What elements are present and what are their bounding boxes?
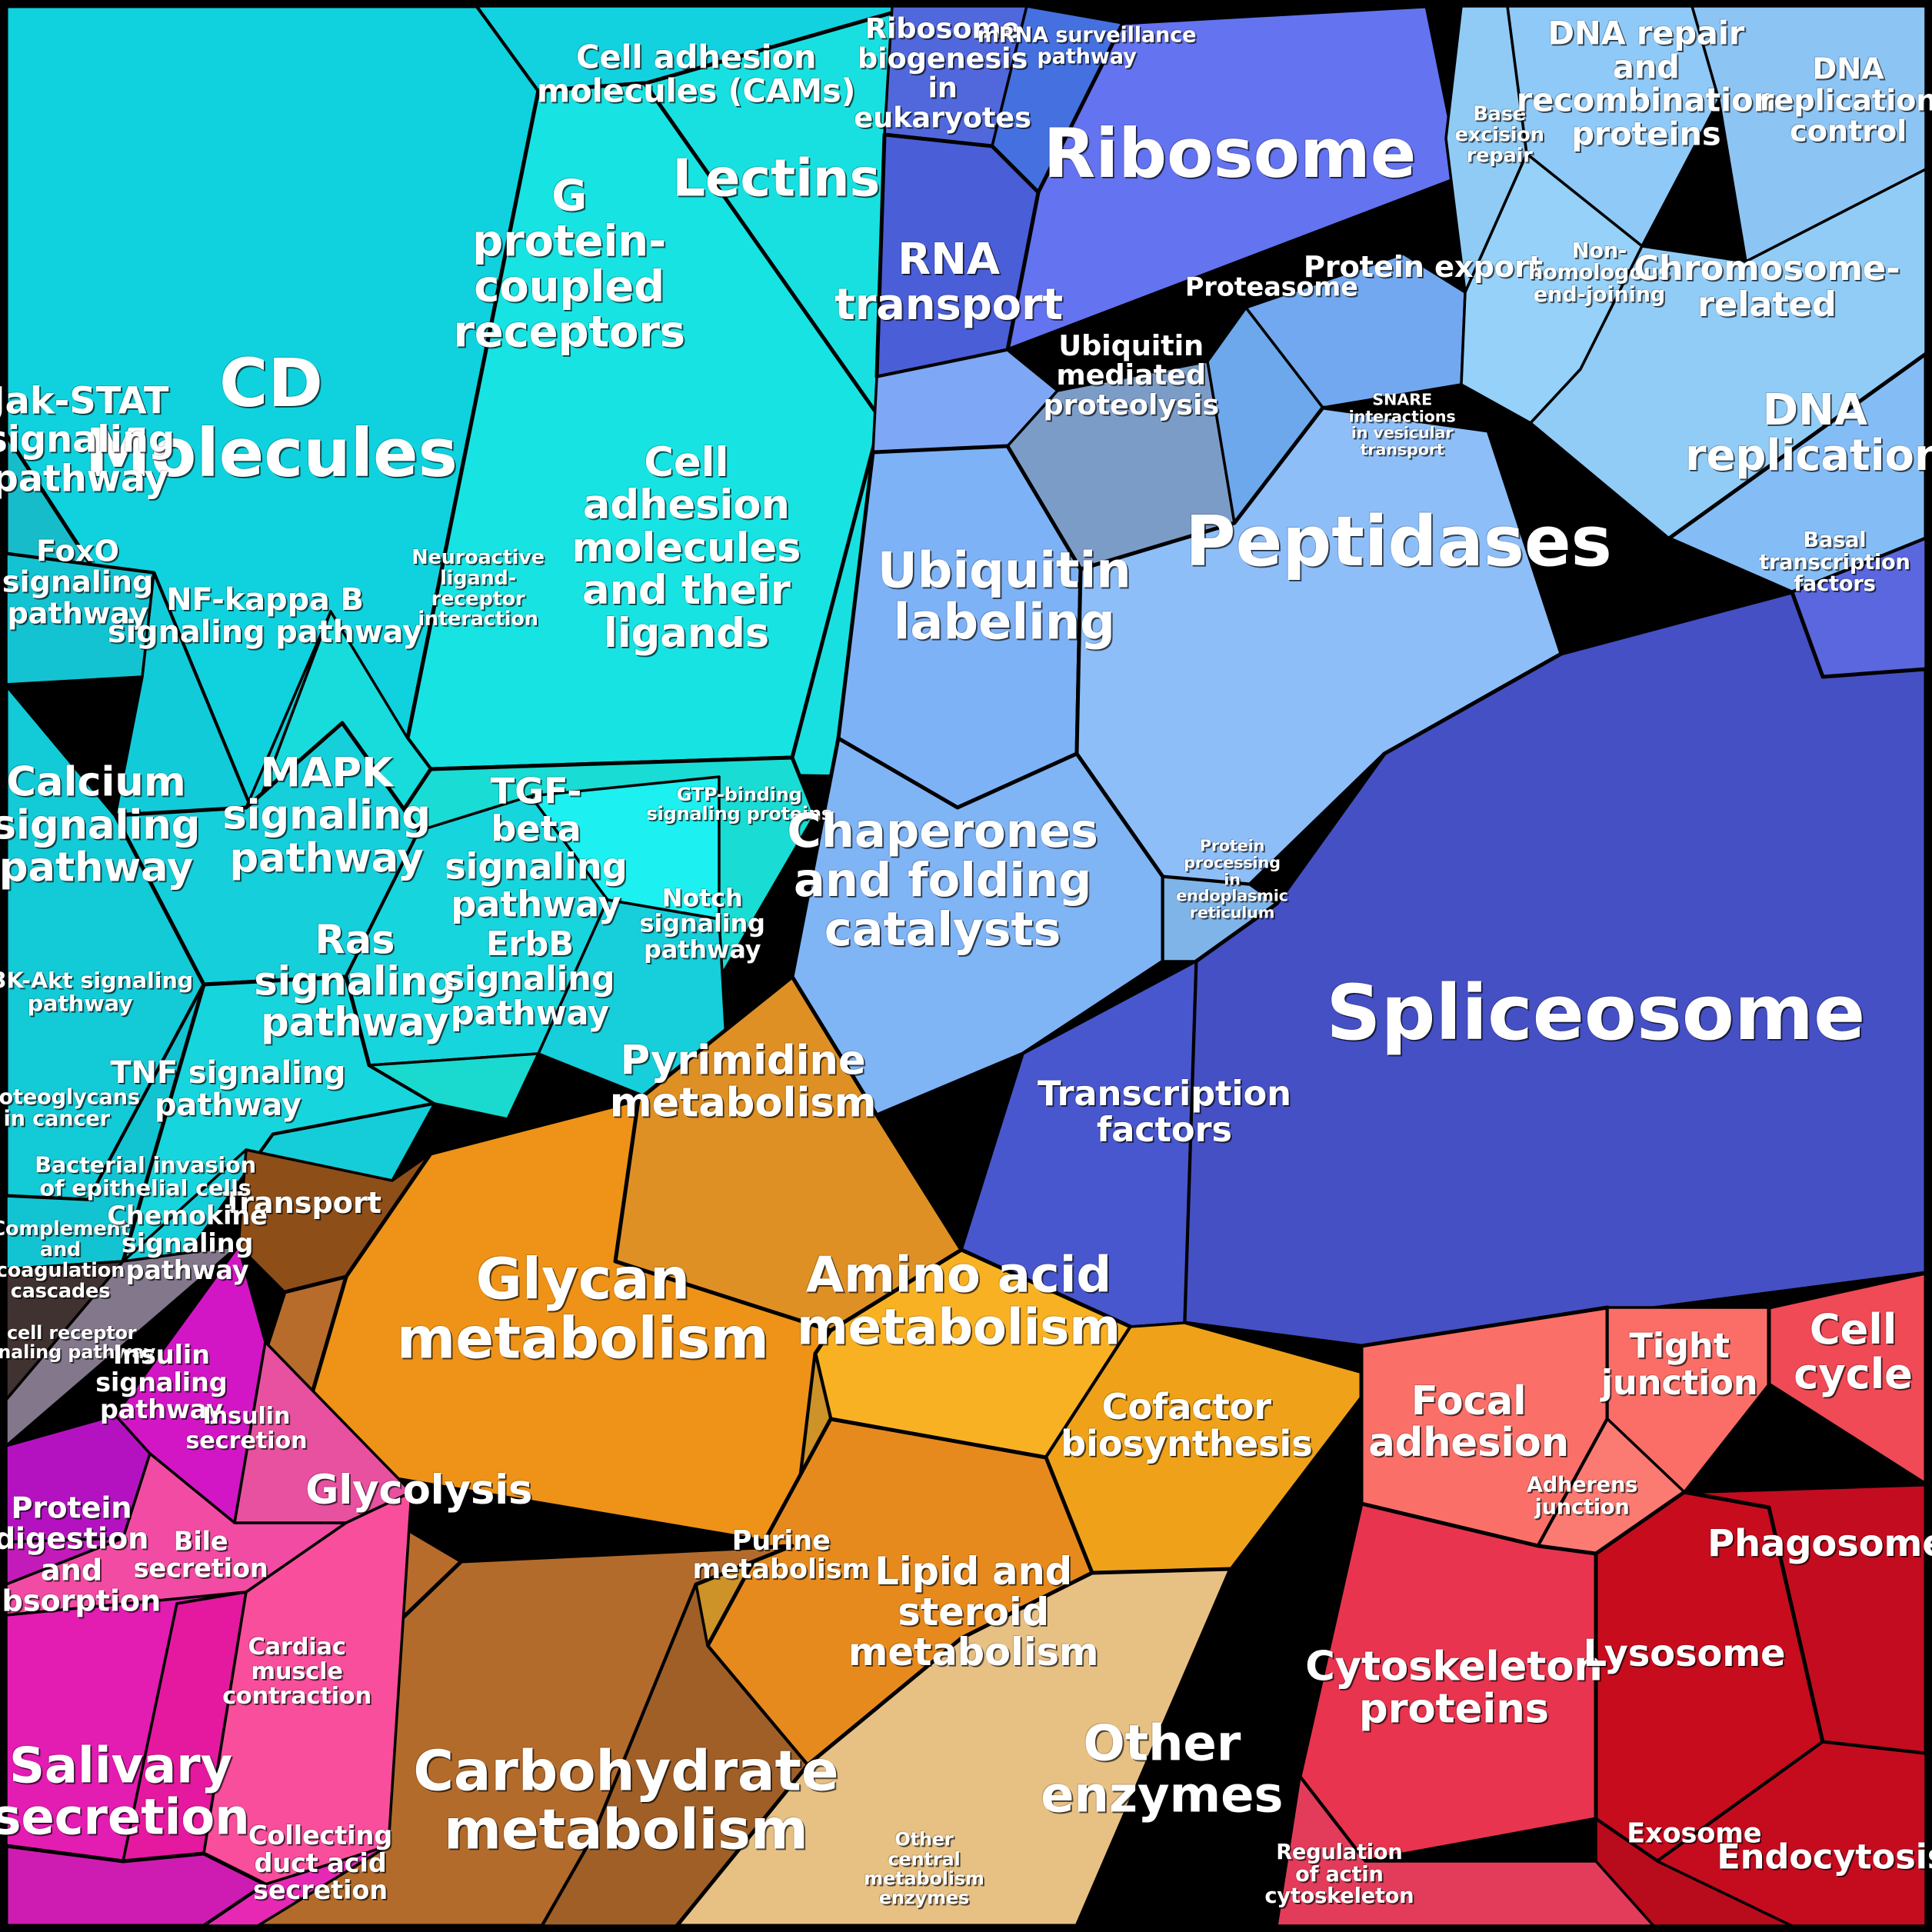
treemap-cell[interactable]: Regulation of actin cytoskeleton	[1275, 1775, 1655, 1927]
treemap-cell[interactable]: RNA transport	[874, 132, 1041, 379]
treemap-cell[interactable]: Other enzymes	[675, 1567, 1233, 1928]
treemap-cell[interactable]: Ribosome	[1005, 4, 1464, 352]
treemap-cell[interactable]: Exosome	[1594, 1817, 1794, 1927]
treemap-cell[interactable]: Peptidases	[1074, 405, 1564, 887]
treemap-cell[interactable]: Endocytosis	[1656, 1740, 1927, 1927]
treemap-cell[interactable]: Collecting duct acid secretion	[202, 1844, 390, 1927]
treemap-cell[interactable]: DNA repair and recombination proteins	[1506, 5, 1720, 248]
treemap-cell[interactable]: Tight junction	[1606, 1306, 1770, 1494]
treemap-cell[interactable]: ErbB signaling pathway	[368, 1052, 540, 1121]
treemap-cell[interactable]: FoxO signaling pathway	[5, 552, 155, 686]
